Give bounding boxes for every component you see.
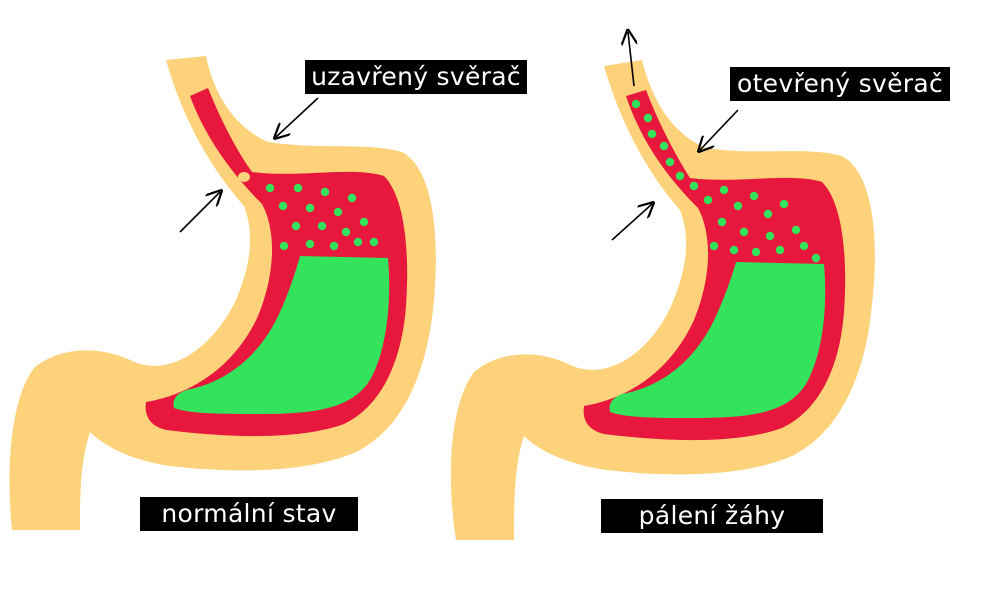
stomach-contents-heartburn: [609, 262, 826, 418]
arrow-icon: [611, 204, 652, 241]
sphincter-closed: [238, 172, 250, 182]
arrow-icon: [700, 109, 739, 150]
arrow-icon: [628, 32, 634, 87]
bubbles-normal: [265, 183, 379, 251]
bubbles-heartburn: [631, 99, 821, 263]
stomach-normal: [9, 56, 436, 530]
arrow-icon: [179, 192, 220, 233]
arrow-icon: [276, 97, 319, 137]
stomach-heartburn: [450, 60, 875, 540]
label-closed-sphincter: uzavřený svěrač: [305, 60, 527, 94]
label-normal-state: normální stav: [140, 497, 358, 531]
stomach-contents-normal: [173, 256, 390, 414]
label-open-sphincter: otevřený svěrač: [730, 67, 950, 101]
label-heartburn: pálení žáhy: [601, 499, 823, 533]
